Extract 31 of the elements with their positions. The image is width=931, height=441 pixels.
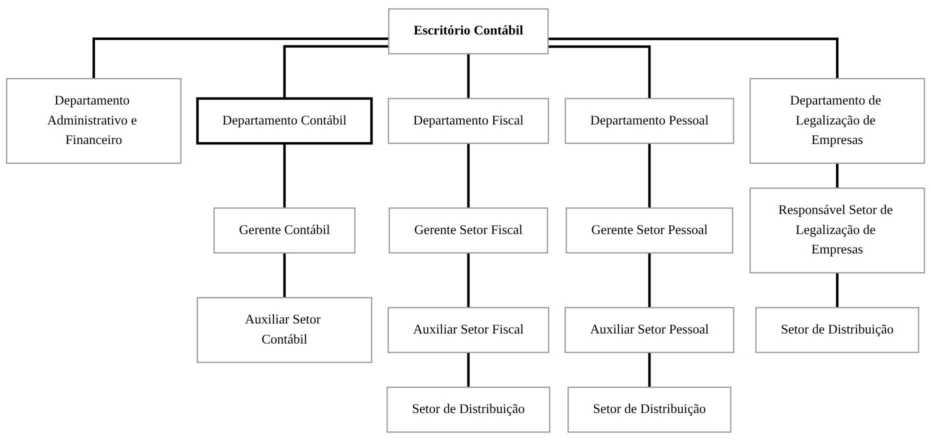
connector xyxy=(92,37,389,79)
connector xyxy=(648,252,651,308)
node-box: Auxiliar Setor Fiscal xyxy=(388,307,550,354)
node-box: Auxiliar Setor Pessoal xyxy=(564,307,734,354)
connector xyxy=(836,272,838,308)
node-box: Auxiliar Setor Contábil xyxy=(196,297,372,363)
node-box: Departamento Contábil xyxy=(196,97,373,145)
node-box: Departamento de Legalização de Empresas xyxy=(750,78,925,164)
node-box: Gerente Setor Pessoal xyxy=(566,207,734,254)
node-box: Gerente Setor Fiscal xyxy=(388,207,548,254)
connector xyxy=(467,252,470,308)
connector xyxy=(283,142,286,208)
connector xyxy=(648,142,651,208)
connector xyxy=(548,38,838,79)
connector xyxy=(467,351,470,388)
node-box: Departamento Fiscal xyxy=(388,98,550,144)
connector xyxy=(283,252,286,298)
connector xyxy=(283,45,389,99)
node-box: Setor de Distribuição xyxy=(568,386,732,433)
node-box: Setor de Distribuição xyxy=(386,386,550,433)
connector xyxy=(648,351,651,388)
node-box: Departamento Pessoal xyxy=(564,98,734,144)
connector xyxy=(548,45,651,99)
connector xyxy=(467,52,470,99)
node-box: Gerente Contábil xyxy=(213,207,356,254)
node-box: Setor de Distribuição xyxy=(755,307,920,354)
node-box: Escritório Contábil xyxy=(388,8,549,54)
connector xyxy=(836,162,838,188)
connector xyxy=(467,142,470,208)
node-box: Departamento Administrativo e Financeiro xyxy=(6,78,182,164)
node-box: Responsável Setor de Legalização de Empresas xyxy=(750,188,925,274)
